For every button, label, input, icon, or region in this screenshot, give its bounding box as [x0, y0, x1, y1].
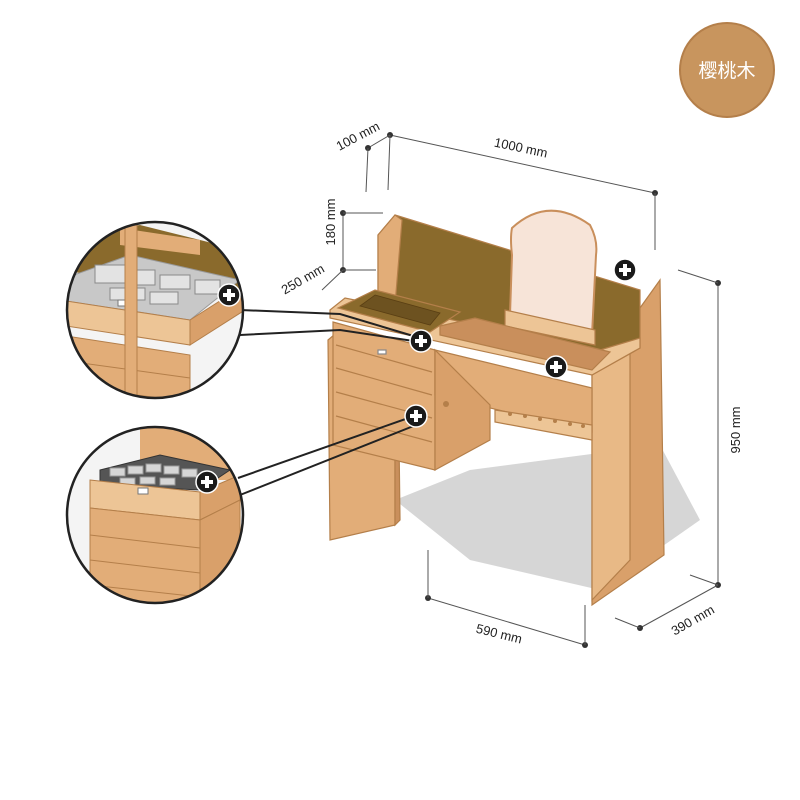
dim-base-depth: 390 mm: [669, 602, 717, 638]
material-badge: 樱桃木: [679, 22, 775, 118]
dim-shelf-depth: 250 mm: [279, 261, 327, 297]
pegboard-rail: [494, 409, 593, 441]
material-label: 樱桃木: [698, 60, 755, 82]
dim-total-height: 950 mm: [728, 407, 743, 454]
right-lid: [439, 317, 612, 371]
dimension-lines: [321, 132, 721, 648]
mirror: [508, 209, 598, 337]
wood-swatch: [680, 23, 774, 117]
hutch-left-side: [377, 214, 403, 306]
dim-hutch-height: 180 mm: [323, 199, 338, 246]
plus-icon[interactable]: [544, 355, 568, 379]
zoom-ring: [65, 220, 245, 400]
plus-icon[interactable]: [404, 404, 428, 428]
dim-top-depth: 100 mm: [334, 118, 383, 153]
plus-icon[interactable]: [217, 283, 241, 307]
drawer-handle: [377, 349, 387, 355]
plus-icon[interactable]: [409, 329, 433, 353]
zoom-bottom-drawer-organizer: [65, 425, 245, 605]
callout-connectors: [237, 309, 421, 496]
zoom-top-drawer-organizer: [65, 220, 245, 400]
dim-width: 1000 mm: [493, 135, 549, 161]
plus-icon[interactable]: [613, 258, 637, 282]
door-knob: [443, 401, 449, 407]
hotspot-markers: [195, 258, 637, 494]
plus-icon[interactable]: [195, 470, 219, 494]
cabinet-door: [434, 348, 491, 472]
zoom-ring: [65, 425, 245, 605]
